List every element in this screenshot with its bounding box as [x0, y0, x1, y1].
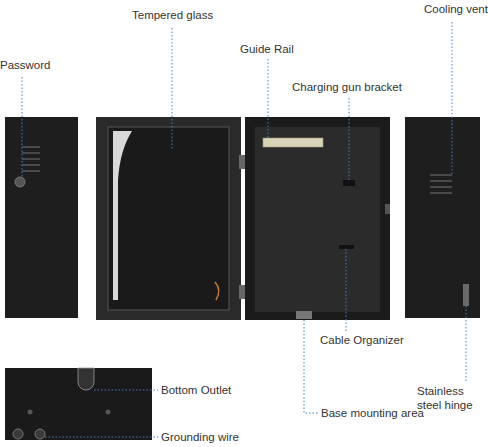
part-label: Tempered glass [132, 8, 222, 22]
password-lock [15, 177, 25, 187]
cable-organizer [339, 245, 354, 249]
leader-line [349, 98, 350, 180]
cooling-vents [430, 174, 452, 194]
guide-rail [263, 138, 323, 147]
door-hinge [239, 285, 245, 299]
part-label: Stainless steel hinge [417, 384, 487, 412]
bottom-outlet [78, 368, 94, 390]
grounding-terminal [35, 429, 45, 439]
leader-line [346, 249, 347, 333]
mount-hole [28, 410, 33, 415]
bottom-slot [296, 311, 312, 319]
door-wire [215, 282, 219, 300]
leader-line [268, 59, 269, 139]
part-label: Cable Organizer [320, 333, 420, 347]
part-label: Grounding wire [161, 430, 261, 444]
part-label: Password [0, 58, 60, 72]
steel-hinge [463, 284, 469, 306]
base-mounting-area [255, 127, 380, 312]
bottom-view [5, 368, 152, 440]
cabinet-body [245, 117, 390, 320]
leader-line [452, 22, 453, 176]
left-vents [22, 146, 40, 172]
glass-reflection [113, 131, 132, 300]
part-label: Cooling vent [424, 2, 488, 16]
part-label: Guide Rail [240, 42, 310, 56]
door-frame [96, 117, 241, 320]
leader-line [22, 77, 23, 178]
right-side-panel [405, 117, 480, 318]
leader-line [304, 320, 318, 413]
part-label: Bottom Outlet [161, 383, 251, 397]
leader-line [466, 306, 467, 383]
left-side-panel [5, 117, 78, 318]
part-label: Base mounting area [321, 406, 451, 420]
charging-gun-bracket [343, 180, 355, 186]
grounding-terminal [13, 429, 23, 439]
leader-line [45, 437, 158, 438]
leader-lines [22, 22, 466, 437]
mount-hole [106, 410, 111, 415]
cabinet-latch [385, 204, 390, 214]
leader-line [172, 28, 173, 150]
part-label: Charging gun bracket [292, 80, 432, 94]
door-hinge [239, 155, 245, 169]
glass-pane [108, 127, 229, 310]
leader-line [94, 390, 158, 391]
